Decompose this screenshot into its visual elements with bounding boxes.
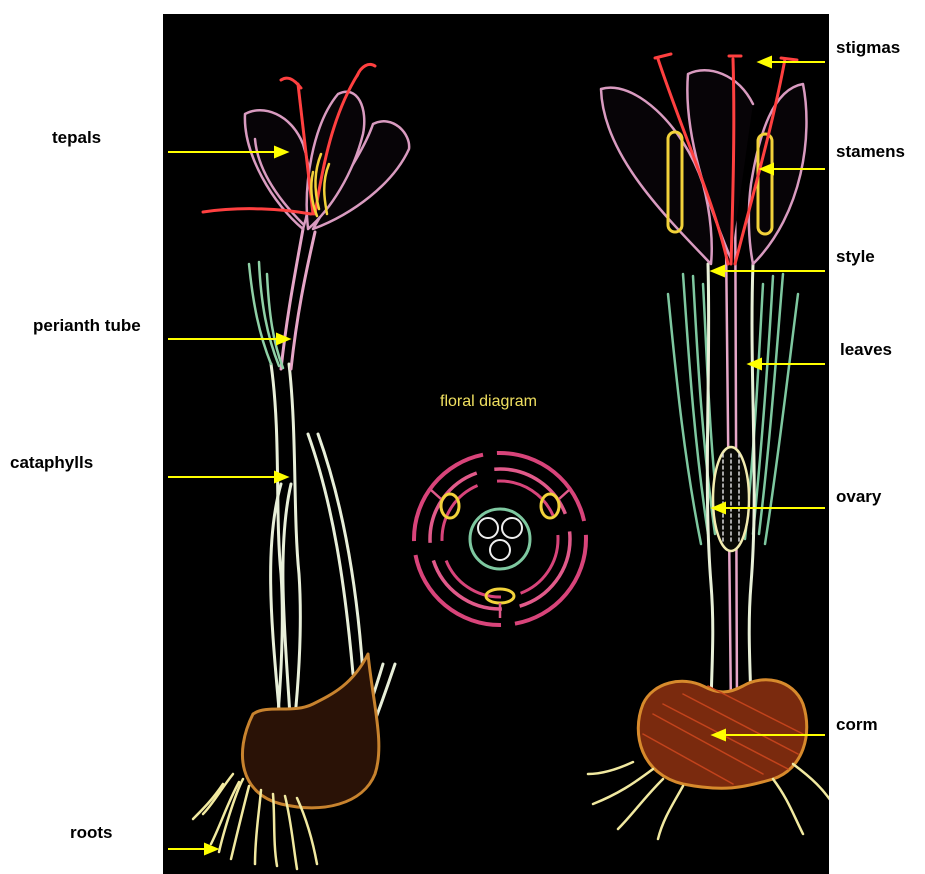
label-stigmas: stigmas (836, 38, 900, 58)
label-perianth-tube: perianth tube (33, 316, 141, 336)
label-ovary: ovary (836, 487, 881, 507)
label-corm: corm (836, 715, 878, 735)
label-style: style (836, 247, 875, 267)
label-roots: roots (70, 823, 113, 843)
label-leaves: leaves (840, 340, 892, 360)
arrow-cataphylls (168, 472, 287, 482)
right-plant (588, 54, 829, 839)
arrow-leaves (749, 359, 825, 369)
left-corm-drawing (242, 654, 378, 808)
crocus-illustration (163, 14, 829, 874)
diagram-board: floral diagram (163, 14, 829, 874)
floral-diagram-caption: floral diagram (440, 393, 537, 411)
arrow-style (712, 266, 825, 276)
left-plant (193, 64, 409, 869)
perianth-tube-drawing (281, 229, 315, 369)
green-bract-drawing (249, 262, 283, 368)
arrow-roots (168, 844, 217, 854)
label-tepals: tepals (52, 128, 101, 148)
floral-diagram-drawing (414, 453, 586, 625)
label-stamens: stamens (836, 142, 905, 162)
right-ovary-drawing (713, 447, 749, 551)
label-cataphylls: cataphylls (10, 453, 93, 473)
